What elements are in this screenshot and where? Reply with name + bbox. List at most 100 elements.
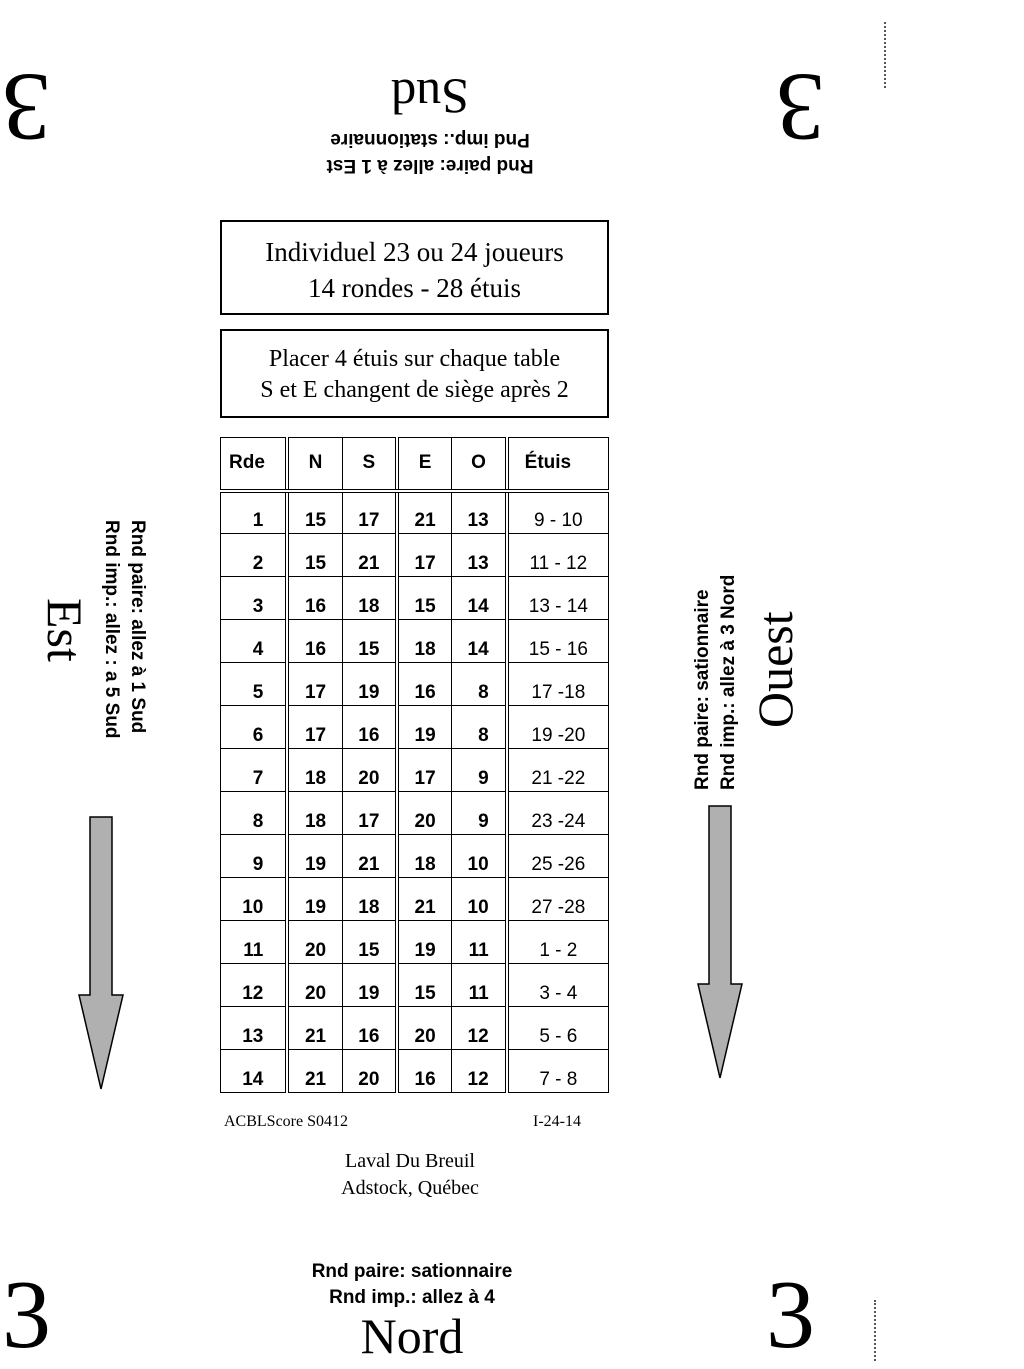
- cell-rde: 13: [220, 1006, 288, 1050]
- cell-o: 10: [451, 877, 508, 921]
- cell-s: 17: [341, 791, 398, 835]
- cell-n: 18: [285, 791, 343, 835]
- ouest-block: Rnd paire: sationnaire Rnd imp.: allez à…: [690, 478, 810, 798]
- cell-s: 15: [341, 920, 398, 964]
- cell-e: 15: [394, 963, 453, 1007]
- cell-rde: 9: [220, 834, 288, 878]
- arrow-down-left-icon: [78, 816, 124, 1090]
- header-etuis: Étuis: [504, 437, 609, 493]
- cell-rde: 4: [220, 619, 288, 663]
- cell-n: 18: [285, 748, 343, 792]
- cell-e: 21: [394, 490, 453, 534]
- cell-e: 15: [394, 576, 453, 620]
- cell-etuis: 9 - 10: [504, 490, 609, 534]
- arrow-down-left-shape: [78, 816, 124, 1090]
- cell-rde: 5: [220, 662, 288, 706]
- footer-code: I-24-14: [533, 1113, 581, 1130]
- cell-o: 9: [451, 748, 508, 792]
- cell-etuis: 15 - 16: [504, 619, 609, 663]
- cell-o: 13: [451, 490, 508, 534]
- cell-o: 9: [451, 791, 508, 835]
- cell-n: 20: [285, 920, 343, 964]
- cell-etuis: 11 - 12: [504, 533, 609, 577]
- cell-n: 15: [285, 490, 343, 534]
- corner-number-top-right: 3: [776, 53, 825, 161]
- sud-block: Rnd paire: allez à 1 Est Pnd imp.: stati…: [280, 60, 580, 178]
- arrow-down-right-icon: [697, 805, 743, 1079]
- cell-n: 19: [285, 834, 343, 878]
- cell-e: 18: [394, 619, 453, 663]
- cell-e: 20: [394, 791, 453, 835]
- cell-n: 16: [285, 619, 343, 663]
- cell-s: 18: [341, 576, 398, 620]
- cell-s: 20: [341, 748, 398, 792]
- cell-etuis: 27 -28: [504, 877, 609, 921]
- cell-rde: 2: [220, 533, 288, 577]
- cell-n: 16: [285, 576, 343, 620]
- ouest-instruction-odd: Rnd imp.: allez à 3 Nord: [718, 574, 739, 790]
- cell-s: 16: [341, 705, 398, 749]
- cell-o: 14: [451, 576, 508, 620]
- nord-block: Rnd paire: sationnaire Rnd imp.: allez à…: [262, 1259, 562, 1361]
- nord-instruction-odd: Rnd imp.: allez à 4: [329, 1287, 495, 1308]
- info-line-1: Placer 4 étuis sur chaque table: [268, 346, 561, 372]
- cut-line-top: [884, 22, 886, 88]
- cell-o: 14: [451, 619, 508, 663]
- header-s: S: [341, 437, 398, 493]
- sud-label: Sud: [391, 69, 469, 125]
- cell-etuis: 13 - 14: [504, 576, 609, 620]
- cell-e: 20: [394, 1006, 453, 1050]
- arrow-down-right-shape: [697, 805, 743, 1079]
- table-header-row: Rde N S E O Étuis: [220, 437, 609, 493]
- cell-o: 10: [451, 834, 508, 878]
- cell-o: 12: [451, 1006, 508, 1050]
- cell-etuis: 17 -18: [504, 662, 609, 706]
- cell-rde: 1: [220, 490, 288, 534]
- header-rde: Rde: [220, 437, 288, 493]
- cell-s: 21: [341, 533, 398, 577]
- cell-n: 20: [285, 963, 343, 1007]
- est-label: Est: [37, 598, 93, 662]
- est-block: Rnd paire: allez à 1 Sud Rnd imp.: allez…: [30, 520, 150, 840]
- cell-rde: 8: [220, 791, 288, 835]
- cell-e: 19: [394, 920, 453, 964]
- cell-etuis: 21 -22: [504, 748, 609, 792]
- ouest-instruction-pairs: Rnd paire: sationnaire: [692, 589, 713, 790]
- cell-e: 16: [394, 662, 453, 706]
- cell-e: 16: [394, 1049, 453, 1093]
- cell-s: 19: [341, 662, 398, 706]
- cell-n: 17: [285, 705, 343, 749]
- est-instruction-odd: Rnd imp.: allez : a 5 Sud: [101, 520, 122, 739]
- cell-etuis: 3 - 4: [504, 963, 609, 1007]
- cell-e: 21: [394, 877, 453, 921]
- cell-o: 8: [451, 662, 508, 706]
- info-box: Placer 4 étuis sur chaque table S et E c…: [220, 329, 609, 418]
- cell-n: 17: [285, 662, 343, 706]
- cell-n: 19: [285, 877, 343, 921]
- cell-s: 16: [341, 1006, 398, 1050]
- cell-n: 21: [285, 1049, 343, 1093]
- venue-line-2: Adstock, Québec: [341, 1177, 479, 1199]
- est-instruction-pairs: Rnd paire: allez à 1 Sud: [127, 520, 148, 734]
- cell-o: 11: [451, 920, 508, 964]
- header-o: O: [451, 437, 508, 493]
- cell-etuis: 7 - 8: [504, 1049, 609, 1093]
- cell-s: 20: [341, 1049, 398, 1093]
- cell-e: 19: [394, 705, 453, 749]
- cell-s: 21: [341, 834, 398, 878]
- cell-etuis: 1 - 2: [504, 920, 609, 964]
- cell-rde: 3: [220, 576, 288, 620]
- cell-e: 17: [394, 533, 453, 577]
- info-line-2: S et E changent de siège après 2: [260, 377, 569, 403]
- corner-number-bottom-left: 3: [2, 1261, 51, 1369]
- cell-etuis: 23 -24: [504, 791, 609, 835]
